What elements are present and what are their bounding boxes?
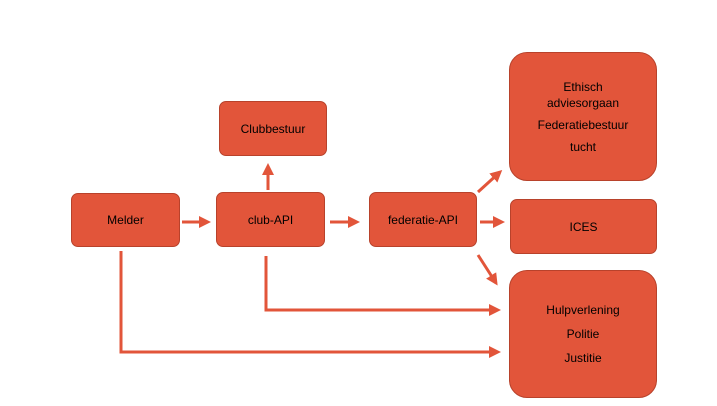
federatie-api-box: federatie-API <box>369 192 477 247</box>
arrow-clubapi-to-externalgroup <box>264 256 501 316</box>
external-group-line1: Hulpverlening <box>546 303 620 317</box>
federatie-group-line3: Federatiebestuur <box>537 117 629 132</box>
melder-label: Melder <box>107 213 144 227</box>
external-group-line2: Politie <box>566 327 600 341</box>
melder-box: Melder <box>71 193 180 247</box>
federatie-group-line1: Ethisch <box>563 79 603 94</box>
arrow-federatieapi-to-externalgroup <box>476 254 498 286</box>
ices-box: ICES <box>510 199 657 254</box>
federatie-group-line4: tucht <box>569 139 596 154</box>
ices-label: ICES <box>569 219 598 234</box>
federatie-group-line2: adviesorgaan <box>546 95 620 110</box>
clubbestuur-label: Clubbestuur <box>240 121 306 136</box>
club-api-box: club-API <box>216 192 325 247</box>
external-group-box: Hulpverlening Politie Justitie <box>509 270 657 398</box>
arrow-melder-to-externalgroup <box>119 251 501 358</box>
arrow-federatieapi-to-federatiegroup <box>476 169 503 194</box>
federatie-api-label: federatie-API <box>387 212 459 227</box>
federatie-group-box: Ethisch adviesorgaan Federatiebestuur tu… <box>509 52 657 181</box>
club-api-label: club-API <box>247 212 294 227</box>
external-group-line3: Justitie <box>564 351 602 365</box>
clubbestuur-box: Clubbestuur <box>219 101 327 156</box>
